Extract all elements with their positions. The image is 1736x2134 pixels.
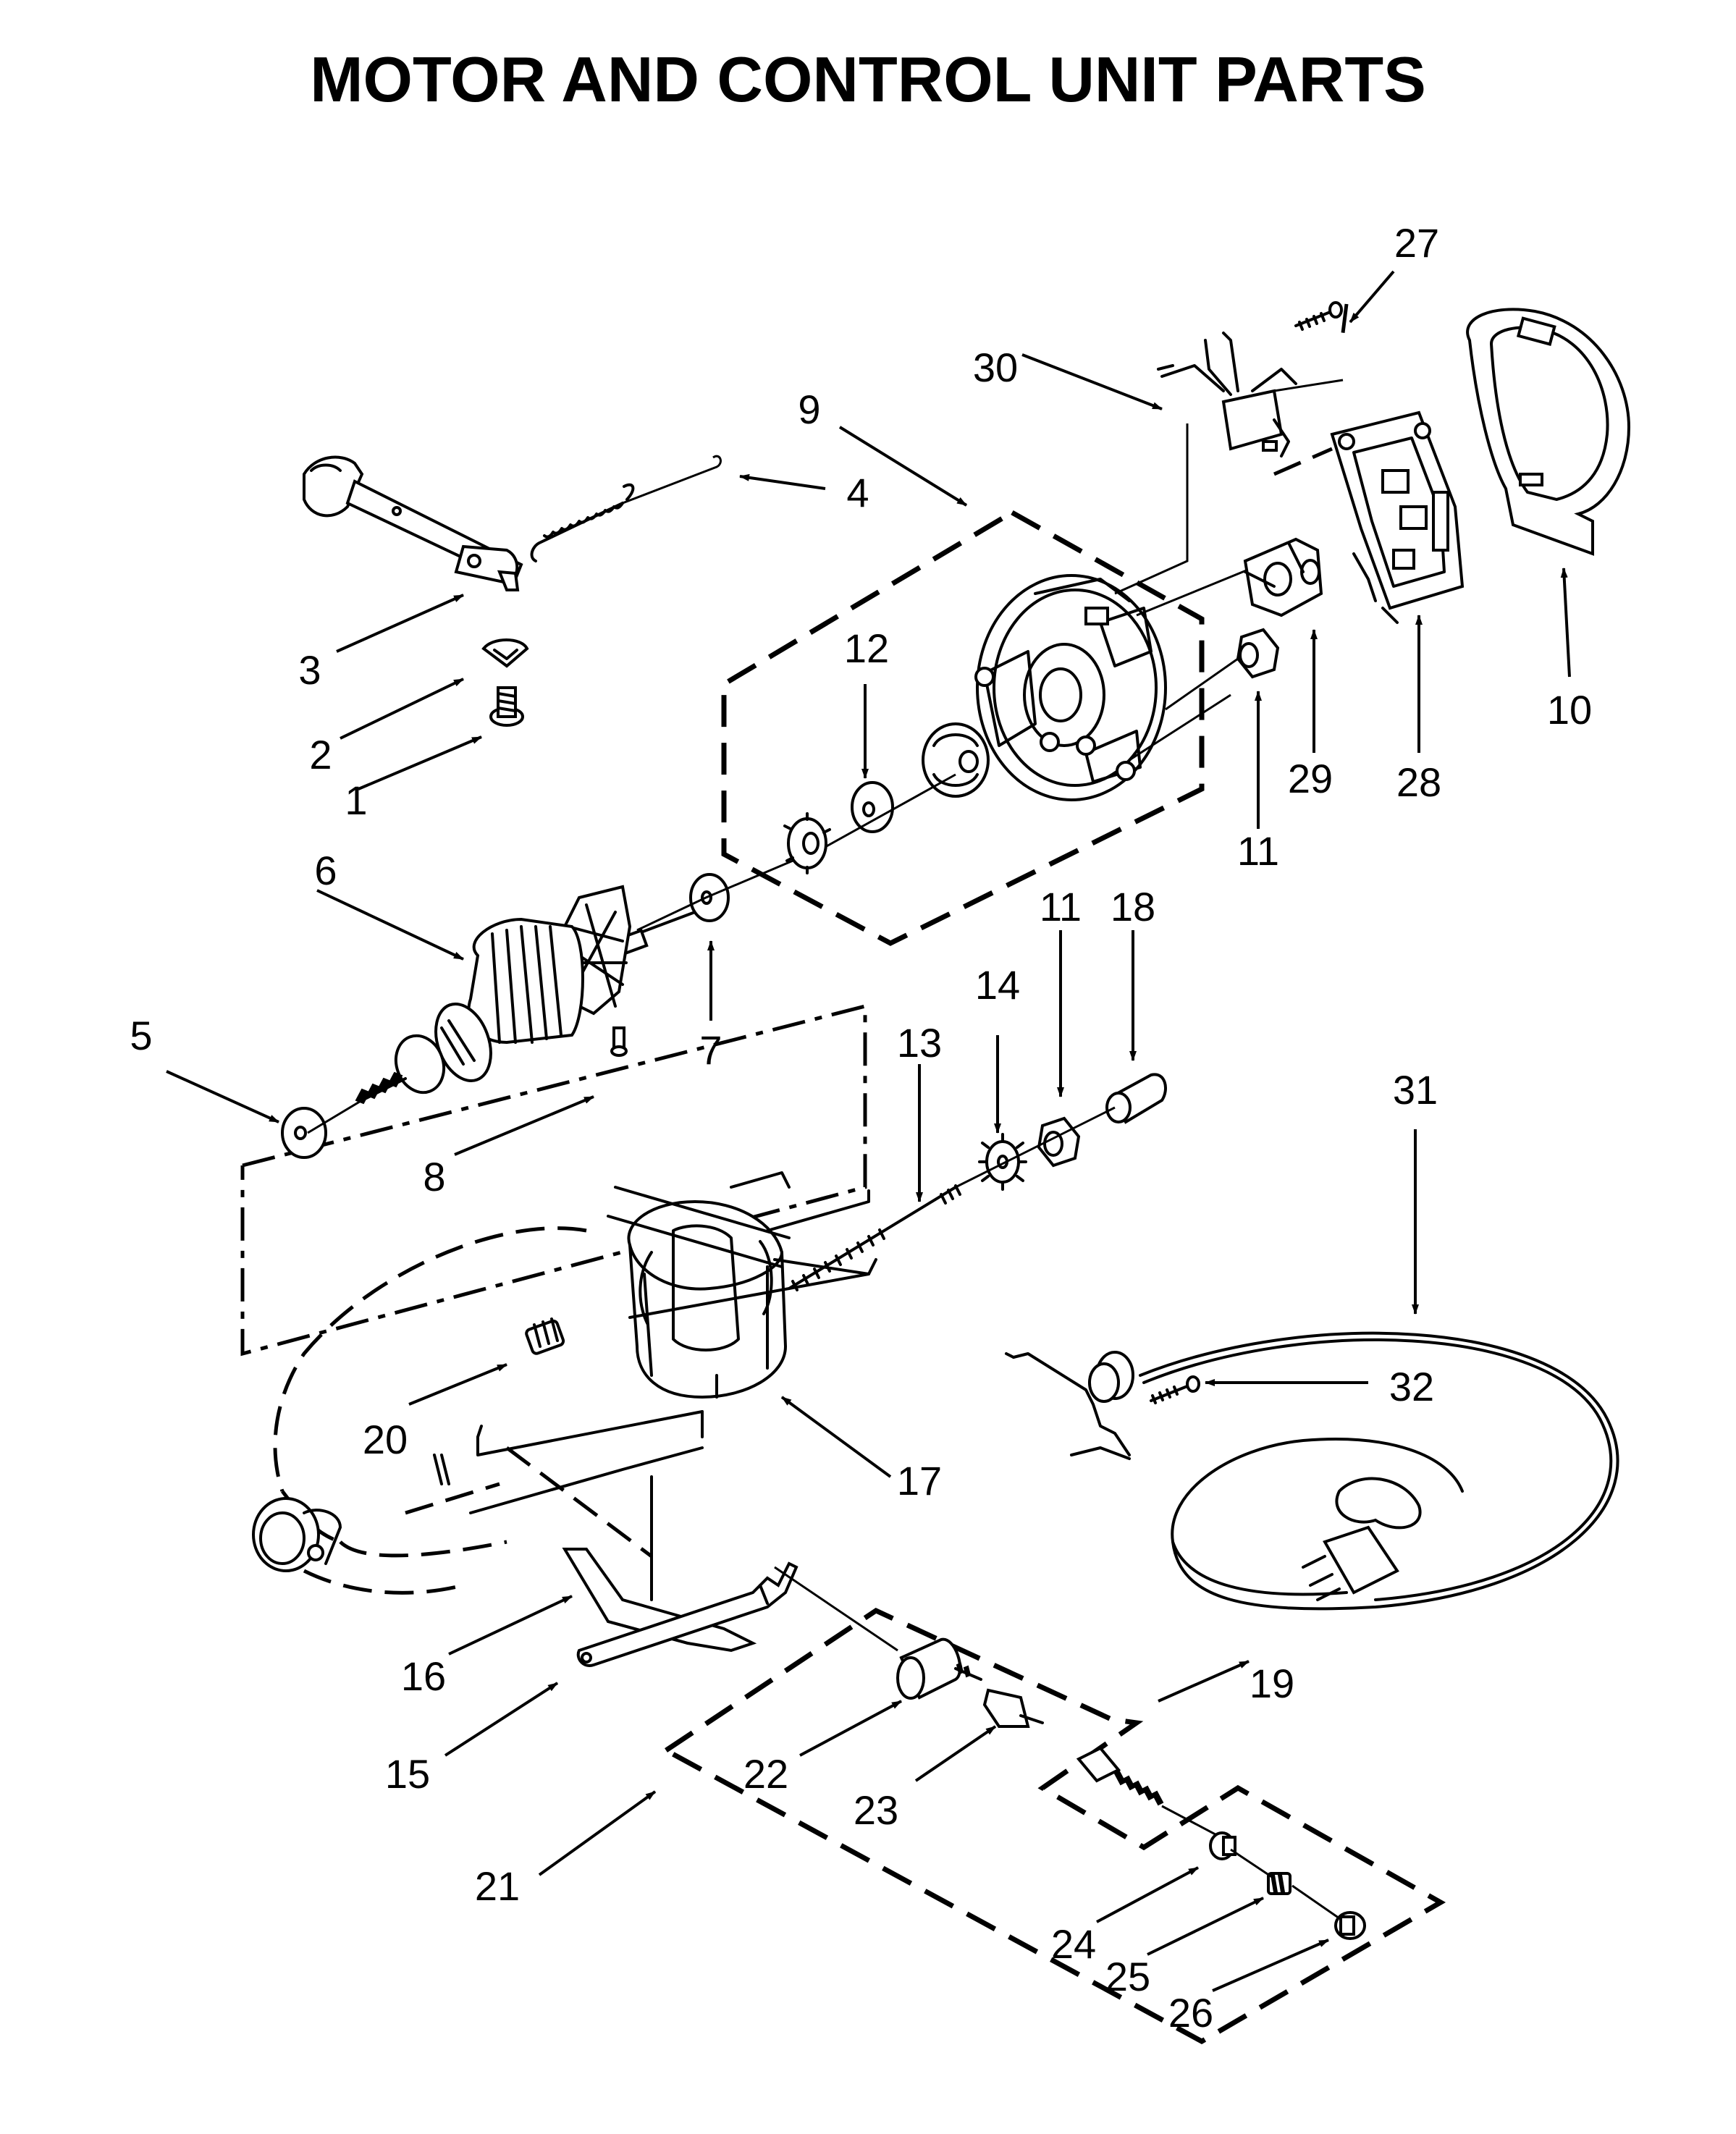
brush-part-23 xyxy=(982,1688,1044,1728)
assembly-outline-9 xyxy=(721,509,1205,946)
callout-labels: 1 2 3 4 5 6 7 8 9 10 11 11 12 13 14 15 1… xyxy=(130,220,1592,2036)
callout-18: 18 xyxy=(1111,884,1155,929)
armature-part-6 xyxy=(355,885,696,1105)
washer-part-7 xyxy=(689,873,730,922)
end-bell xyxy=(974,574,1167,801)
callout-7: 7 xyxy=(699,1027,722,1073)
callout-16: 16 xyxy=(401,1653,446,1699)
retaining-ring xyxy=(783,812,831,874)
callout-28: 28 xyxy=(1396,759,1441,805)
control-board-part-28 xyxy=(1330,410,1465,624)
callout-11-lower: 11 xyxy=(1040,884,1082,929)
gasket-part-10 xyxy=(1466,308,1631,556)
wire-assembly-part-30 xyxy=(1157,332,1297,457)
callout-21: 21 xyxy=(475,1863,520,1909)
bracket-part-29 xyxy=(1243,537,1323,617)
cap-part-24 xyxy=(1209,1831,1236,1860)
callout-24: 24 xyxy=(1051,1921,1096,1967)
callout-13: 13 xyxy=(897,1020,942,1066)
star-washer-part-14 xyxy=(978,1133,1027,1191)
cap-part-26 xyxy=(1334,1911,1366,1940)
page-title: MOTOR AND CONTROL UNIT PARTS xyxy=(310,43,1426,115)
callout-5: 5 xyxy=(130,1013,152,1058)
power-cord-part-31 xyxy=(1005,1331,1619,1611)
spring-part-4 xyxy=(530,455,722,562)
callout-26: 26 xyxy=(1168,1990,1213,2036)
callout-arrows xyxy=(166,270,1571,1992)
screw-part-8 xyxy=(610,1026,628,1057)
callout-12: 12 xyxy=(844,625,889,671)
callout-14: 14 xyxy=(975,962,1020,1008)
screw-part-25 xyxy=(1267,1872,1292,1895)
callout-10: 10 xyxy=(1547,687,1592,733)
nut-part-11-upper xyxy=(1236,628,1280,679)
lever-arm-part-3 xyxy=(303,455,523,591)
spring-brush-part-19 xyxy=(1076,1746,1224,1840)
callout-2: 2 xyxy=(309,732,332,777)
callout-29: 29 xyxy=(1288,756,1333,801)
callout-23: 23 xyxy=(854,1787,898,1833)
washer-part-12 xyxy=(851,781,894,833)
callout-6: 6 xyxy=(314,848,337,893)
callout-4: 4 xyxy=(846,470,869,515)
housing-outline xyxy=(252,1226,653,1601)
callout-32: 32 xyxy=(1389,1364,1434,1409)
callout-22: 22 xyxy=(743,1751,788,1797)
callout-17: 17 xyxy=(897,1458,942,1504)
callout-9: 9 xyxy=(798,387,820,432)
set-screw-part-20 xyxy=(525,1317,565,1355)
callout-30: 30 xyxy=(973,345,1018,390)
screw-part-27 xyxy=(1294,301,1343,331)
screw-part-32 xyxy=(1150,1375,1200,1404)
field-part-17 xyxy=(607,1171,870,1399)
slide-part-15 xyxy=(576,1561,799,1667)
callout-19: 19 xyxy=(1250,1661,1294,1706)
callout-3: 3 xyxy=(298,647,321,693)
field-frame-outline xyxy=(240,1003,867,1357)
callout-20: 20 xyxy=(363,1417,408,1462)
callout-25: 25 xyxy=(1105,1954,1150,1999)
screw-part-1 xyxy=(489,686,524,727)
callout-1: 1 xyxy=(345,777,367,823)
callout-27: 27 xyxy=(1394,220,1439,266)
washer-part-5 xyxy=(281,1107,327,1159)
brush-holder-part-22 xyxy=(896,1637,982,1700)
clip-part-2 xyxy=(481,638,529,668)
callout-15: 15 xyxy=(385,1751,430,1797)
assembly-outline-21 xyxy=(661,1608,1446,2045)
sleeve-part-18 xyxy=(1105,1073,1167,1124)
bearing xyxy=(922,722,990,798)
callout-31: 31 xyxy=(1393,1067,1438,1113)
callout-11-upper: 11 xyxy=(1237,828,1279,874)
callout-8: 8 xyxy=(423,1154,445,1199)
